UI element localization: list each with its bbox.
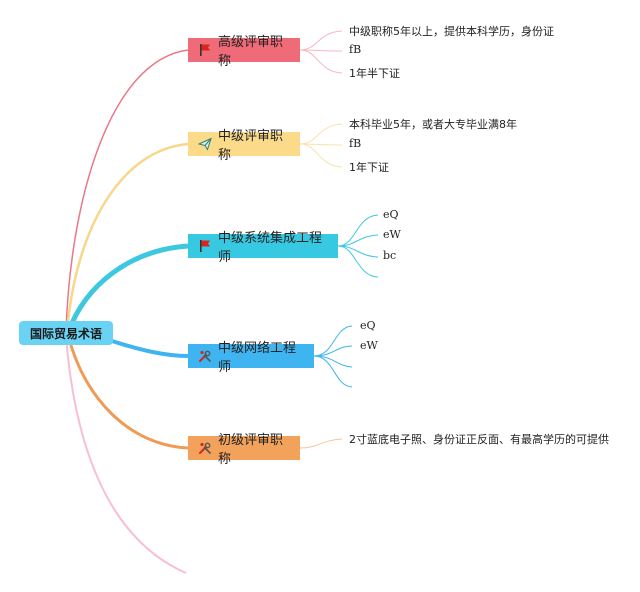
edge-root-branch-2 bbox=[65, 142, 189, 334]
edge-root-tail bbox=[65, 335, 187, 574]
edge-b3-leaf-2 bbox=[337, 234, 379, 247]
branch-node-2[interactable]: 中级评审职称 bbox=[188, 129, 300, 163]
edge-root-branch-4 bbox=[111, 339, 189, 358]
paper-plane-icon bbox=[198, 137, 212, 151]
leaf-b2-1[interactable]: 本科毕业5年，或者大专毕业满8年 bbox=[349, 118, 517, 131]
edge-b4-leaf-4 bbox=[313, 355, 353, 388]
tools-icon bbox=[199, 442, 211, 454]
edge-b1-leaf-3 bbox=[299, 49, 343, 74]
edge-b5-leaf-1 bbox=[299, 438, 343, 449]
branch-node-5[interactable]: 初级评审职称 bbox=[188, 433, 300, 467]
leaf-b2-2[interactable]: fB bbox=[349, 137, 362, 150]
edge-b3-leaf-1 bbox=[337, 214, 379, 247]
leaf-b1-2[interactable]: fB bbox=[349, 43, 362, 56]
leaf-b3-2[interactable]: eW bbox=[383, 228, 401, 241]
edge-b4-leaf-2 bbox=[313, 345, 353, 357]
root-node[interactable]: 国际贸易术语 bbox=[19, 321, 113, 345]
leaf-b2-3[interactable]: 1年下证 bbox=[349, 161, 389, 174]
branch-node-3[interactable]: 中级系统集成工程师 bbox=[188, 231, 338, 265]
leaf-b3-3[interactable]: bc bbox=[383, 249, 397, 262]
branch-node-4[interactable]: 中级网络工程师 bbox=[188, 341, 314, 375]
leaf-b3-1[interactable]: eQ bbox=[383, 208, 399, 221]
tools-icon bbox=[199, 350, 211, 362]
leaf-b5-1[interactable]: 2寸蓝底电子照、身份证正反面、有最高学历的可提供 bbox=[349, 433, 609, 446]
edge-b2-leaf-1 bbox=[299, 123, 343, 145]
leaf-b1-1[interactable]: 中级职称5年以上，提供本科学历，身份证 bbox=[349, 25, 554, 38]
red-flag-icon bbox=[200, 240, 210, 252]
edge-root-branch-1 bbox=[65, 49, 189, 334]
branch-node-3-label: 中级系统集成工程师 bbox=[218, 231, 323, 265]
branch-node-4-label: 中级网络工程师 bbox=[218, 341, 297, 375]
leaf-b4-2[interactable]: eW bbox=[360, 339, 378, 352]
branch-node-1[interactable]: 高级评审职称 bbox=[188, 35, 300, 69]
branch-node-2-label: 中级评审职称 bbox=[218, 129, 284, 163]
edge-b1-leaf-1 bbox=[299, 30, 343, 51]
branch-node-5-label: 初级评审职称 bbox=[218, 433, 284, 467]
branch-node-1-label: 高级评审职称 bbox=[218, 35, 284, 69]
edge-b3-leaf-4 bbox=[337, 245, 379, 278]
red-flag-icon bbox=[200, 44, 210, 56]
edge-b4-leaf-1 bbox=[313, 325, 353, 357]
edge-root-branch-3 bbox=[65, 243, 189, 334]
leaf-b4-1[interactable]: eQ bbox=[360, 319, 376, 332]
root-node-label: 国际贸易术语 bbox=[29, 326, 102, 341]
edge-b2-leaf-3 bbox=[299, 143, 343, 168]
edge-root-branch-5 bbox=[66, 334, 189, 450]
edge-b4-leaf-3 bbox=[313, 355, 353, 368]
leaf-b1-3[interactable]: 1年半下证 bbox=[349, 67, 400, 80]
